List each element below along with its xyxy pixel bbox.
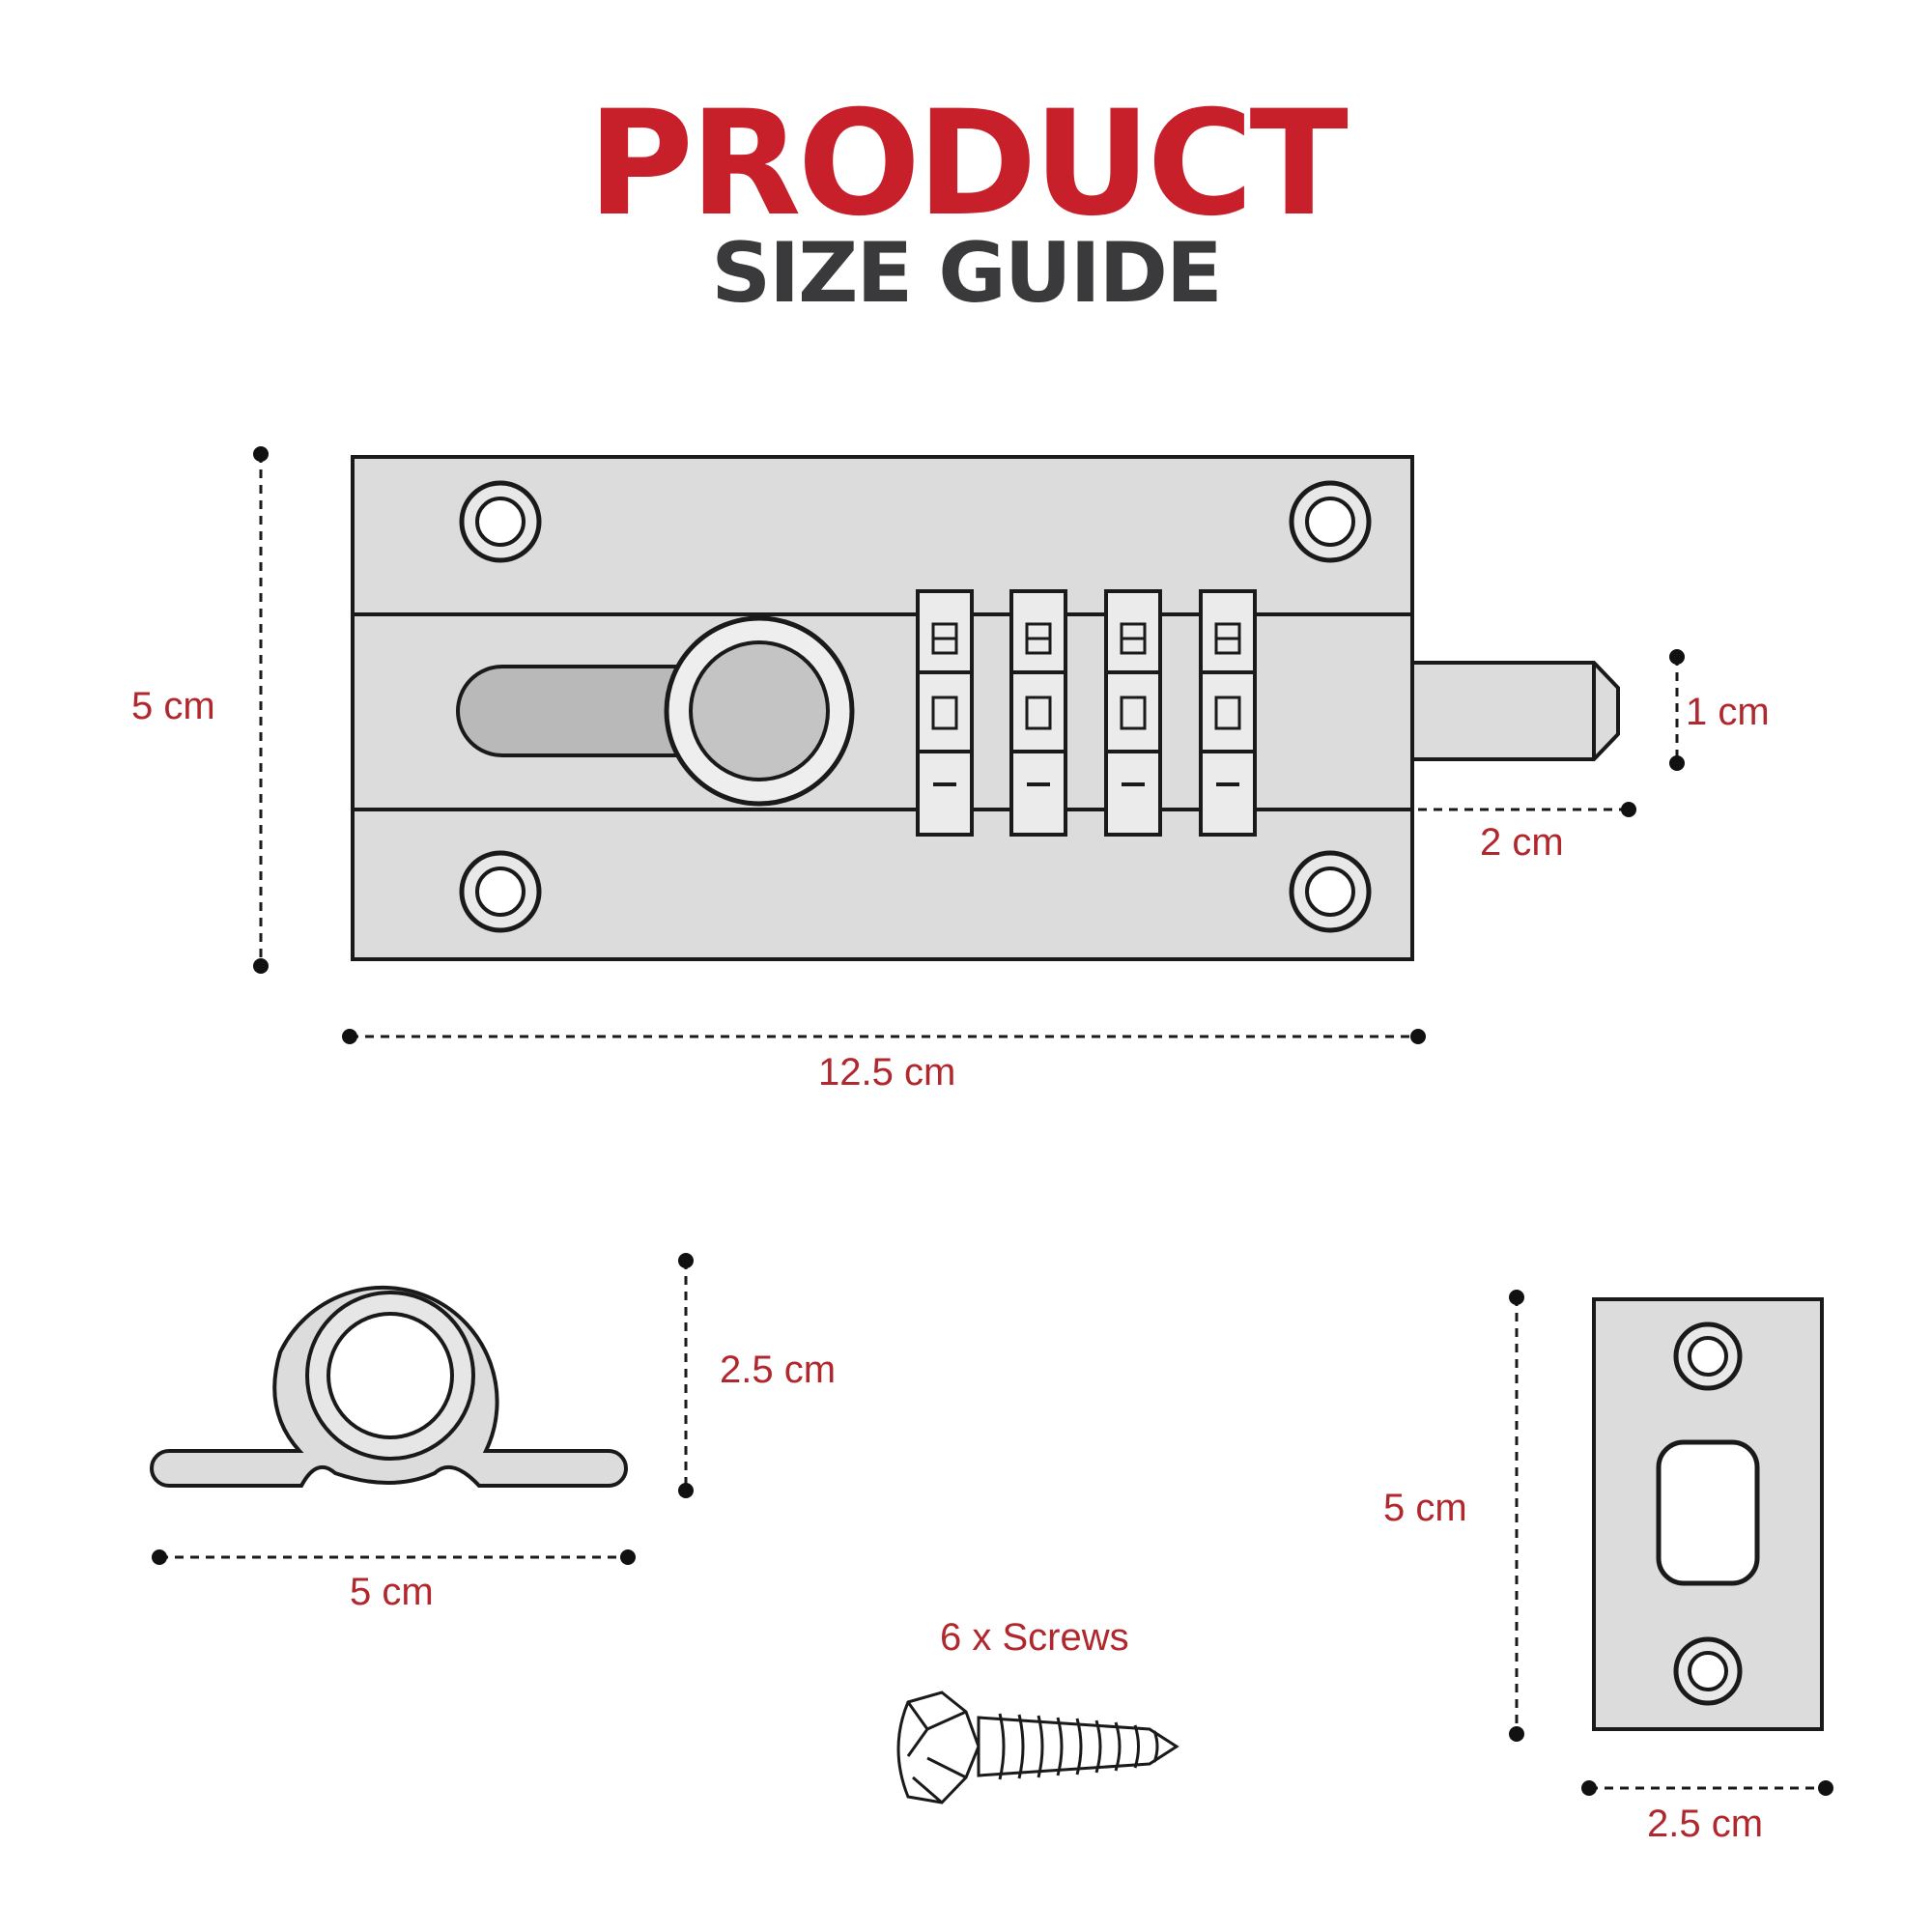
page-title: PRODUCT — [587, 80, 1349, 248]
bolt-length-label: 12.5 cm — [818, 1051, 956, 1094]
combination-wheel — [1009, 589, 1067, 837]
ring-height-label: 2.5 cm — [720, 1349, 837, 1391]
screw-hole — [1289, 480, 1372, 563]
screw-hole — [459, 850, 542, 933]
combination-wheel — [916, 589, 974, 837]
screws-label: 6 x Screws — [940, 1616, 1129, 1659]
combination-wheel — [1199, 589, 1257, 837]
pin-diameter-label: 1 cm — [1686, 691, 1770, 733]
page-subtitle: SIZE GUIDE — [711, 225, 1223, 322]
bolt-height-label: 5 cm — [131, 685, 215, 727]
ring-keeper — [150, 1285, 628, 1488]
screw-hole — [459, 480, 542, 563]
ring-width-label: 5 cm — [350, 1571, 434, 1613]
bolt-pin — [1410, 661, 1620, 761]
dimension-endpoints — [152, 446, 1833, 1796]
bolt-lock-body — [351, 455, 1620, 961]
slide-knob — [664, 615, 855, 807]
strike-plate — [1592, 1297, 1824, 1731]
screw-hole — [1289, 850, 1372, 933]
plate-height-label: 5 cm — [1383, 1487, 1467, 1529]
bolt-slot — [456, 665, 697, 757]
screw-icon — [896, 1690, 1179, 1804]
plate-width-label: 2.5 cm — [1647, 1803, 1764, 1845]
pin-length-label: 2 cm — [1480, 821, 1564, 864]
dimension-lines — [159, 454, 1826, 1790]
combination-wheel — [1104, 589, 1162, 837]
